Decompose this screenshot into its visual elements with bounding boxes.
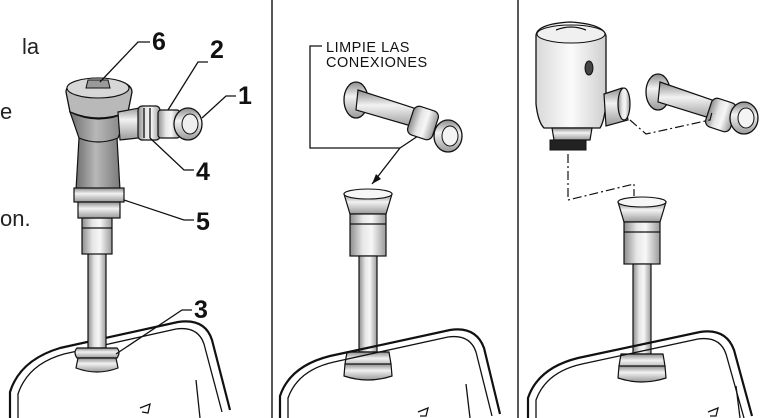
urinal-fixture-icon — [526, 330, 754, 418]
vacuum-breaker-tube-icon — [343, 188, 393, 381]
leader-line — [115, 309, 192, 355]
clipped-text-line: la — [22, 34, 40, 59]
electronic-sensor-valve-icon — [535, 21, 631, 151]
panel-right — [526, 21, 759, 418]
wall-supply-pipe-icon — [343, 81, 463, 153]
callout-line-1: LIMPIE LAS — [326, 40, 410, 56]
part-label-3: 3 — [194, 296, 208, 324]
leader-line — [149, 137, 194, 171]
part-label-2: 2 — [210, 36, 224, 64]
flush-valve-icon — [65, 77, 203, 219]
wall-supply-pipe-icon — [645, 73, 759, 135]
part-label-4: 4 — [196, 158, 210, 186]
leader-line — [167, 61, 208, 111]
clipped-text-line: on. — [0, 206, 31, 231]
callout-bracket — [309, 45, 400, 149]
urinal-fixture-icon — [8, 320, 232, 418]
panel-middle: LIMPIE LAS CONEXIONES — [278, 40, 502, 418]
vacuum-breaker-tube-icon — [74, 217, 120, 373]
leader-line — [201, 95, 236, 119]
part-label-5: 5 — [196, 208, 210, 236]
panel-left: la e on. — [0, 28, 252, 418]
alignment-line — [629, 111, 713, 135]
leader-line — [99, 41, 150, 83]
part-label-1: 1 — [238, 82, 252, 110]
alignment-line — [567, 154, 635, 201]
vacuum-breaker-tube-icon — [617, 196, 667, 383]
part-label-6: 6 — [152, 28, 166, 56]
callout-line-2: CONEXIONES — [326, 55, 428, 71]
leader-line — [123, 199, 194, 221]
urinal-fixture-icon — [278, 328, 502, 418]
clipped-text-line: e — [0, 99, 12, 124]
